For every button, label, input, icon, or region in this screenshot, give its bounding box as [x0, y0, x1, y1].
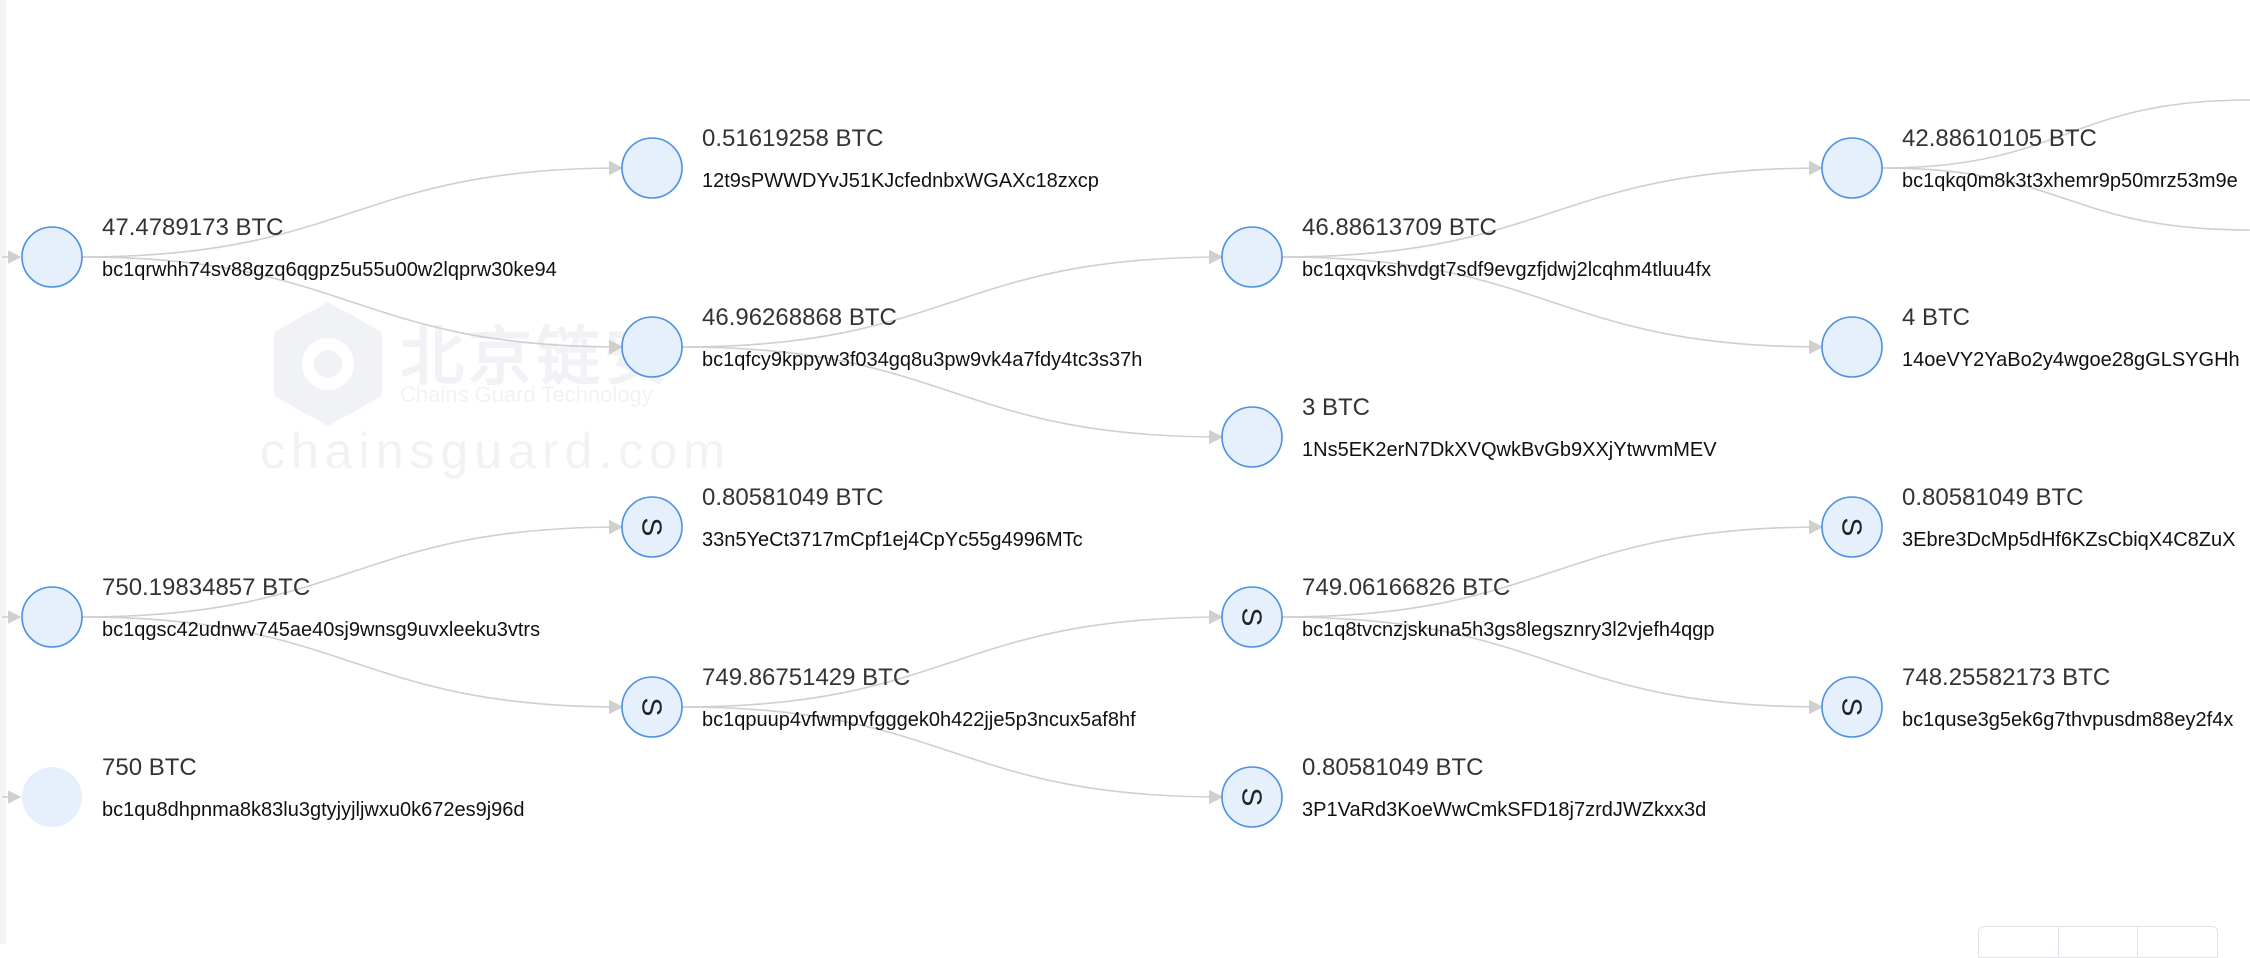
node-circle[interactable]: [1221, 406, 1283, 468]
transfer-edge[interactable]: [681, 249, 1224, 348]
node-amount: 46.88613709 BTC: [1302, 214, 1497, 241]
address-node[interactable]: S: [1821, 676, 1883, 738]
node-amount: 47.4789173 BTC: [102, 214, 284, 241]
transfer-edge[interactable]: [81, 256, 624, 355]
address-node[interactable]: [621, 316, 683, 378]
node-address[interactable]: 1Ns5EK2erN7DkXVQwkBvGb9XXjYtwvmMEV: [1302, 439, 1717, 461]
node-address[interactable]: bc1qrwhh74sv88gzq6qgpz5u55u00w2lqprw30ke…: [102, 259, 557, 281]
address-node[interactable]: S: [1221, 766, 1283, 828]
swap-icon: S: [637, 698, 668, 717]
node-circle[interactable]: [621, 496, 683, 558]
node-address[interactable]: 33n5YeCt3717mCpf1ej4CpYc55g4996MTc: [702, 529, 1083, 551]
node-amount: 0.80581049 BTC: [1302, 754, 1484, 781]
node-address[interactable]: 3Ebre3DcMp5dHf6KZsCbiqX4C8ZuX: [1902, 529, 2236, 551]
fit-view-button[interactable]: [2138, 927, 2217, 957]
node-circle[interactable]: [21, 586, 83, 648]
node-address[interactable]: 12t9sPWWDYvJ51KJcfednbxWGAXc18zxcp: [702, 170, 1099, 192]
transfer-edge[interactable]: [1281, 519, 1824, 618]
address-node[interactable]: [621, 137, 683, 199]
node-address[interactable]: bc1qpuup4vfwmpvfgggek0h422jje5p3ncux5af8…: [702, 709, 1136, 731]
node-amount: 4 BTC: [1902, 304, 1971, 331]
node-address[interactable]: bc1q8tvcnzjskuna5h3gs8legsznry3l2vjefh4q…: [1302, 619, 1715, 641]
node-amount: 750.19834857 BTC: [102, 574, 311, 601]
node-amount: 42.88610105 BTC: [1902, 125, 2097, 152]
node-circle[interactable]: [22, 767, 82, 827]
node-circle[interactable]: [21, 226, 83, 288]
node-amount: 749.06166826 BTC: [1302, 574, 1511, 601]
transfer-edge[interactable]: [1281, 616, 1824, 715]
transfer-edge[interactable]: [81, 519, 624, 618]
transfer-edge[interactable]: [1281, 160, 1824, 258]
watermark-en: Chains Guard Technology: [400, 382, 653, 407]
swap-icon: S: [1837, 518, 1868, 537]
zoom-in-button[interactable]: [1979, 927, 2059, 957]
node-amount: 46.96268868 BTC: [702, 304, 897, 331]
outgoing-edge: [1881, 167, 2250, 231]
transfer-edge[interactable]: [1281, 256, 1824, 355]
node-circle[interactable]: [621, 137, 683, 199]
node-address[interactable]: bc1qfcy9kppyw3f034gq8u3pw9vk4a7fdy4tc3s3…: [702, 349, 1143, 371]
node-address[interactable]: 3P1VaRd3KoeWwCmkSFD18j7zrdJWZkxx3d: [1302, 799, 1707, 821]
zoom-out-button[interactable]: [2059, 927, 2139, 957]
edges-layer: [2, 99, 2250, 805]
node-address[interactable]: bc1qgsc42udnwv745ae40sj9wnsg9uvxleeku3vt…: [102, 619, 541, 641]
address-node[interactable]: [1221, 226, 1283, 288]
node-address[interactable]: bc1qkq0m8k3t3xhemr9p50mrz53m9e: [1902, 170, 2238, 192]
zoom-controls[interactable]: [1978, 926, 2218, 958]
outgoing-edge: [1881, 99, 2250, 169]
watermark-domain: chainsguard.com: [260, 423, 731, 479]
address-node[interactable]: S: [621, 496, 683, 558]
node-address[interactable]: bc1quse3g5ek6g7thvpusdm88ey2f4x: [1902, 709, 2234, 731]
left-rule: [0, 0, 6, 944]
swap-icon: S: [1237, 788, 1268, 807]
node-circle[interactable]: [1821, 496, 1883, 558]
swap-icon: S: [1237, 608, 1268, 627]
node-address[interactable]: 14oeVY2YaBo2y4wgoe28gGLSYGHh: [1902, 349, 2240, 371]
node-circle[interactable]: [1821, 676, 1883, 738]
transfer-edge[interactable]: [681, 706, 1224, 805]
node-address[interactable]: bc1qu8dhpnma8k83lu3gtyjyjljwxu0k672es9j9…: [102, 799, 525, 821]
node-circle[interactable]: [621, 316, 683, 378]
node-circle[interactable]: [1221, 586, 1283, 648]
node-amount: 748.25582173 BTC: [1902, 664, 2111, 691]
address-node[interactable]: [1221, 406, 1283, 468]
node-amount: 0.51619258 BTC: [702, 125, 884, 152]
swap-icon: S: [637, 518, 668, 537]
watermark: 北京链安 Chains Guard Technology chainsguard…: [258, 294, 725, 494]
transfer-edge[interactable]: [681, 346, 1224, 445]
node-address[interactable]: bc1qxqvkshvdgt7sdf9evgzfjdwj2lcqhm4tluu4…: [1302, 259, 1712, 281]
chainsguard-logo-icon: [274, 302, 382, 426]
transfer-edge[interactable]: [81, 616, 624, 715]
address-node[interactable]: [1821, 316, 1883, 378]
node-amount: 750 BTC: [102, 754, 197, 781]
node-circle[interactable]: [1821, 137, 1883, 199]
address-node[interactable]: S: [1821, 496, 1883, 558]
node-circle[interactable]: [621, 676, 683, 738]
transfer-edge[interactable]: [81, 160, 624, 258]
node-amount: 0.80581049 BTC: [702, 484, 884, 511]
node-amount: 749.86751429 BTC: [702, 664, 911, 691]
address-node[interactable]: [1821, 137, 1883, 199]
transfer-edge[interactable]: [681, 609, 1224, 708]
address-node[interactable]: S: [621, 676, 683, 738]
node-circle[interactable]: [1221, 226, 1283, 288]
node-amount: 0.80581049 BTC: [1902, 484, 2084, 511]
nodes-layer: S S S S S S: [21, 137, 1883, 828]
address-node[interactable]: S: [1221, 586, 1283, 648]
address-node[interactable]: [21, 226, 83, 288]
node-circle[interactable]: [1821, 316, 1883, 378]
address-node[interactable]: [22, 767, 82, 827]
node-circle[interactable]: [1221, 766, 1283, 828]
node-amount: 3 BTC: [1302, 394, 1371, 421]
swap-icon: S: [1837, 698, 1868, 717]
address-node[interactable]: [21, 586, 83, 648]
